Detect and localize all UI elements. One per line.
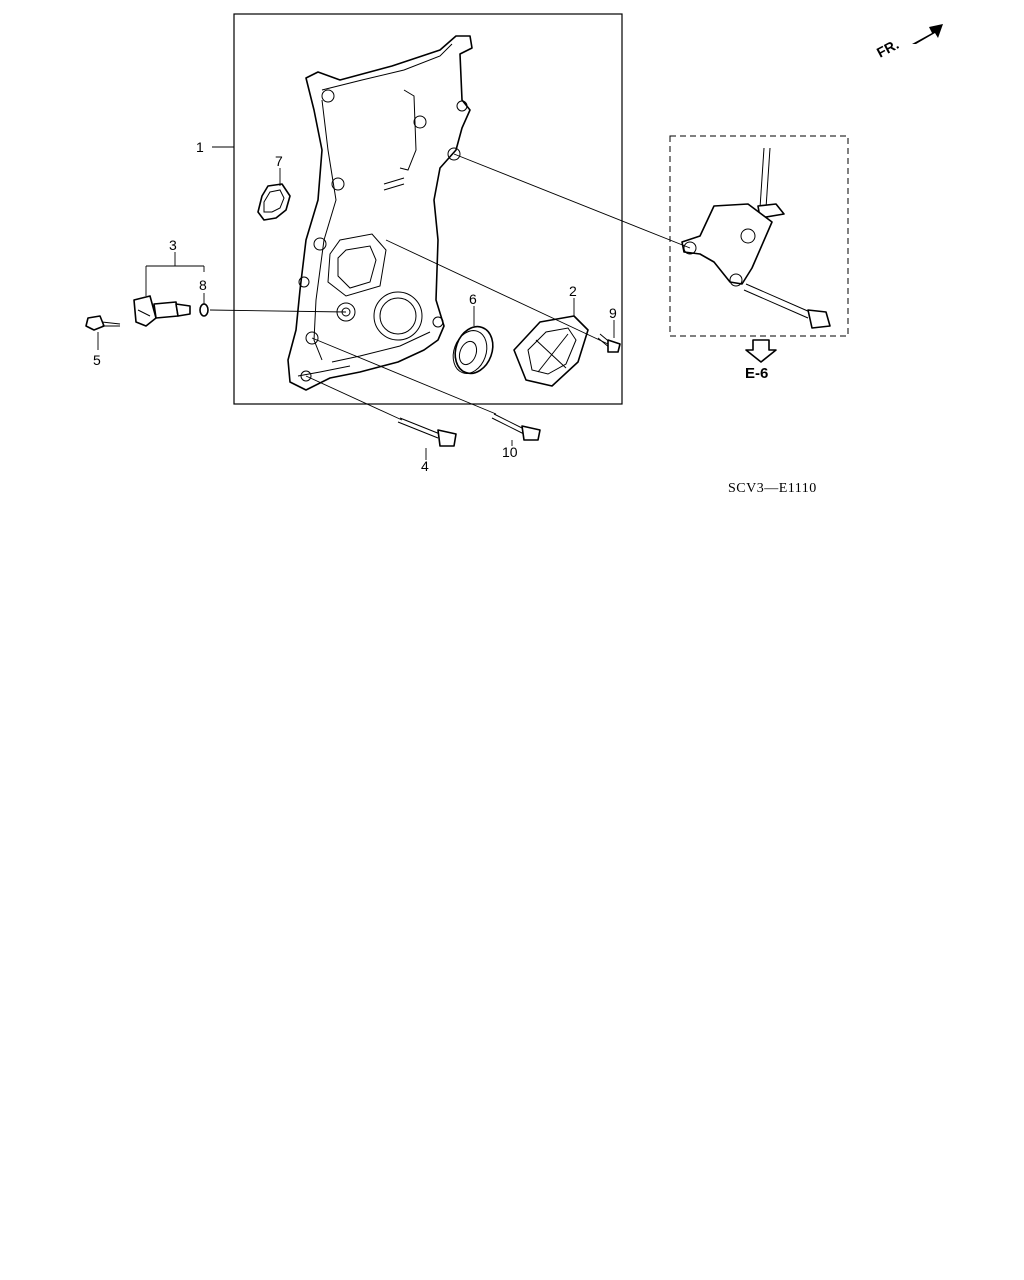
reference-label: E-6 [745,365,768,382]
mount-bracket [681,147,831,329]
flange-bolt-short [597,333,621,353]
o-ring-small [199,303,209,317]
callout-7: 7 [275,153,283,169]
flange-bolt-long [397,417,457,447]
leader-lines [97,146,691,460]
callout-1: 1 [196,139,204,155]
reference-arrow-icon [745,339,777,363]
callout-9: 9 [609,305,617,321]
chain-case-cover [287,35,473,391]
front-direction-arrow: FR. [874,24,943,61]
cover-plate [513,315,589,387]
callout-8: 8 [199,277,207,293]
callout-5: 5 [93,352,101,368]
oil-seal [452,325,494,375]
callout-3: 3 [169,237,177,253]
front-direction-label: FR. [874,36,901,61]
callout-6: 6 [469,291,477,307]
sensor-assembly [133,295,191,327]
sensor-bolt [85,315,121,331]
main-frame [233,13,623,405]
diagram-code: SCV3—E1110 [728,481,817,496]
arrow-icon [912,24,943,44]
o-ring-gasket [257,183,291,221]
inset-frame [669,135,849,337]
callout-10: 10 [502,444,518,460]
callout-4: 4 [421,458,429,474]
callout-2: 2 [569,283,577,299]
flange-bolt-medium [491,413,541,441]
